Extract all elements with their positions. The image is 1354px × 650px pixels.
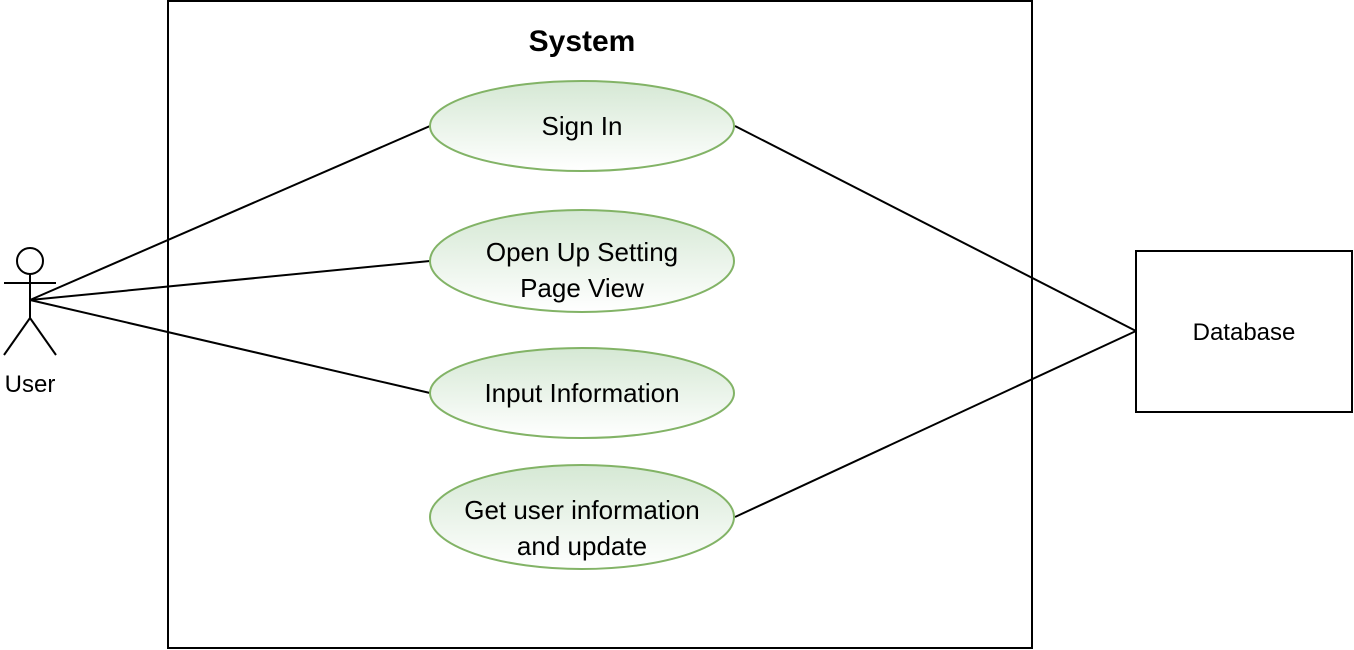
database-rect — [1135, 250, 1353, 413]
use-case-ellipse — [429, 464, 735, 570]
use-case-get-user-info[interactable]: Get user information and update — [429, 464, 735, 570]
use-case-open-settings[interactable]: Open Up Setting Page View — [429, 209, 735, 313]
use-case-ellipse — [429, 209, 735, 313]
use-case-label: Input Information — [484, 378, 679, 408]
association-user-signin — [29, 125, 431, 301]
use-case-sign-in[interactable]: Sign In — [429, 80, 735, 172]
association-getinfo-database — [734, 330, 1137, 518]
association-signin-database — [734, 125, 1137, 332]
actor-user[interactable]: User — [3, 247, 57, 398]
use-case-label-line-1: Get user information — [464, 495, 700, 525]
database-box[interactable]: Database — [1135, 250, 1353, 413]
association-user-input — [29, 299, 431, 394]
use-case-ellipse — [429, 347, 735, 439]
system-title: System — [529, 25, 636, 58]
use-case-label: Sign In — [542, 111, 623, 141]
use-case-label-line-2: and update — [517, 531, 647, 561]
actor-label: User — [5, 371, 56, 398]
use-case-label-line-2: Page View — [520, 273, 644, 303]
association-user-settings — [29, 260, 431, 301]
use-case-label-line-1: Open Up Setting — [486, 237, 678, 267]
use-case-input-information[interactable]: Input Information — [429, 347, 735, 439]
use-case-ellipse — [429, 80, 735, 172]
stick-figure-icon — [3, 247, 57, 356]
database-label: Database — [1193, 319, 1296, 346]
